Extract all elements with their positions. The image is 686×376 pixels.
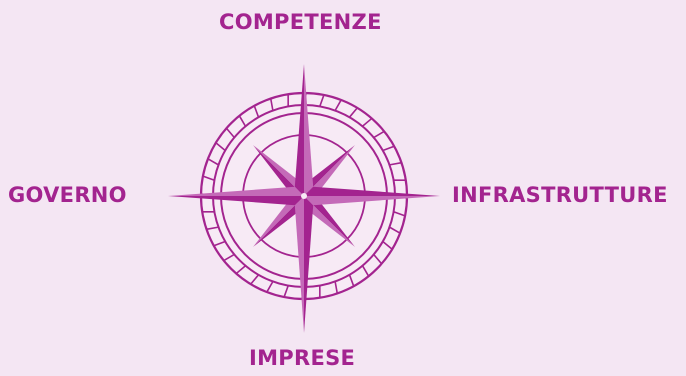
- ring-tick: [235, 265, 247, 275]
- ring-tick: [393, 211, 406, 217]
- compass-center: [301, 193, 307, 199]
- ring-tick: [223, 253, 235, 262]
- ring-tick: [382, 145, 395, 152]
- ring-tick: [215, 142, 226, 152]
- cardinal-point-dark: [304, 186, 440, 196]
- label-west: GOVERNO: [8, 183, 127, 207]
- ring-tick: [348, 274, 355, 287]
- ring-tick: [283, 285, 289, 298]
- label-south: IMPRESE: [249, 346, 356, 370]
- cardinal-point-dark: [304, 196, 314, 333]
- compass-rose-icon: [168, 64, 440, 333]
- label-east: INFRASTRUTTURE: [452, 183, 668, 207]
- ring-tick: [348, 107, 358, 118]
- ring-tick: [238, 115, 247, 127]
- cardinal-point-dark: [294, 64, 304, 196]
- ring-tick: [253, 105, 260, 118]
- ring-tick: [266, 281, 274, 293]
- ring-tick: [206, 226, 219, 231]
- ring-tick: [207, 158, 219, 166]
- ring-tick: [225, 127, 235, 139]
- ring-tick: [361, 265, 370, 277]
- ring-tick: [373, 253, 383, 265]
- ring-tick: [202, 175, 215, 181]
- ring-tick: [389, 226, 401, 234]
- ring-tick: [250, 274, 260, 285]
- cardinal-point-light: [304, 64, 314, 196]
- cardinal-point-dark: [168, 196, 304, 206]
- cardinal-point-light: [304, 196, 440, 206]
- cardinal-point-light: [294, 196, 304, 333]
- ring-tick: [269, 98, 274, 111]
- cardinal-point-light: [168, 186, 304, 196]
- ring-tick: [334, 99, 342, 111]
- ring-tick: [389, 161, 402, 166]
- ring-tick: [361, 117, 373, 127]
- ring-tick: [213, 240, 226, 247]
- ring-tick: [334, 281, 339, 294]
- ring-tick: [382, 240, 393, 250]
- label-north: COMPETENZE: [219, 10, 382, 34]
- ring-tick: [373, 130, 385, 139]
- ring-tick: [319, 94, 325, 107]
